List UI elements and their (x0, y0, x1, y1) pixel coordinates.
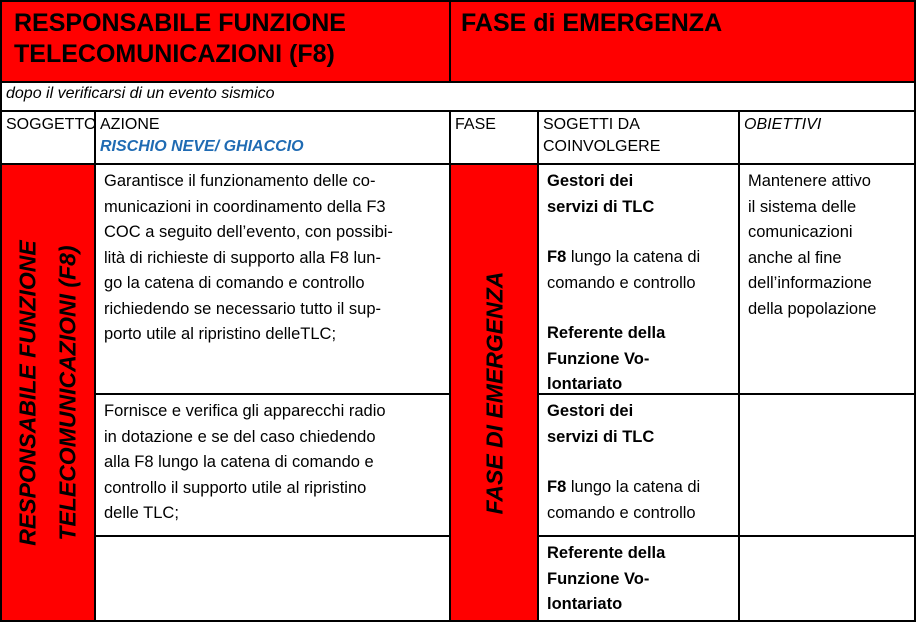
row1-referente-line3: lontariato (547, 375, 623, 393)
header-phase-text: FASE di EMERGENZA (461, 9, 723, 37)
row1-obiettivi-line: anche al fine (748, 248, 842, 267)
header-title-line2: TELECOMUNICAZIONI (F8) (14, 40, 335, 68)
row2-gestori-line2: servizi di TLC (547, 427, 655, 446)
col-header-obiettivi-text: OBIETTIVI (744, 116, 822, 133)
row1-azione-line: porto utile al ripristino delleTLC; (104, 325, 337, 343)
row1-obiettivi-line: Mantenere attivo (748, 172, 871, 190)
side-label-cell (2, 165, 94, 620)
row1-azione: Garantisce il funzionamento delle co- mu… (96, 165, 449, 393)
row1-referente-line1: Referente della (547, 324, 666, 342)
row1-obiettivi-line: il sistema delle (748, 197, 857, 216)
row1-referente-line2: Funzione Vo- (547, 349, 650, 368)
subtitle: dopo il verificarsi di un evento sismico (2, 83, 914, 110)
col-header-fase-text: FASE (455, 116, 496, 133)
col-header-obiettivi: OBIETTIVI (740, 112, 914, 163)
row1-azione-line: municazioni in coordinamento della F3 (104, 197, 386, 216)
row2-f8-label: F8 (547, 478, 567, 496)
row2-azione-line: delle TLC; (104, 504, 179, 522)
row1-f8-text1: lungo la catena di (566, 248, 701, 266)
phase-label: FASE DI EMERGENZA (481, 271, 507, 514)
row1-obiettivi-line: della popolazione (748, 299, 877, 318)
col-header-sogetti: SOGETTI DA COINVOLGERE (539, 112, 738, 163)
row1-gestori-line1: Gestori dei (547, 172, 634, 190)
row1-azione-line: richiedendo se necessario tutto il sup- (104, 299, 381, 318)
col-header-azione: AZIONE RISCHIO NEVE/ GHIACCIO (96, 112, 449, 163)
row3-referente-line3: lontariato (547, 595, 623, 613)
col-header-sogetti-line2: COINVOLGERE (543, 138, 661, 155)
row1-azione-line: COC a seguito dell’evento, con possibi- (104, 223, 393, 241)
col-header-sogetti-line1: SOGETTI DA (543, 116, 640, 133)
subtitle-text: dopo il verificarsi di un evento sismico (6, 85, 275, 102)
row1-obiettivi-line: dell’informazione (748, 274, 872, 292)
col-header-soggetto: SOGGETTO (2, 112, 94, 163)
col-header-fase: FASE (451, 112, 537, 163)
row2-azione-line: alla F8 lungo la catena di comando e (104, 453, 374, 471)
row2-obiettivi (740, 395, 914, 535)
header-title: RESPONSABILE FUNZIONE TELECOMUNICAZIONI … (2, 2, 449, 81)
row1-gestori-line2: servizi di TLC (547, 197, 655, 216)
row1-f8-text2: comando e controllo (547, 273, 696, 292)
row1-obiettivi-line: comunicazioni (748, 223, 853, 241)
side-label: RESPONSABILE FUNZIONE TELECOMUNICAZIONI … (8, 240, 88, 545)
row1-f8-label: F8 (547, 248, 567, 266)
row2-azione-line: in dotazione e se del caso chiedendo (104, 427, 376, 446)
row3-azione (96, 537, 449, 620)
row3-obiettivi (740, 537, 914, 620)
col-header-azione-sub: RISCHIO NEVE/ GHIACCIO (100, 138, 304, 155)
col-header-azione-text: AZIONE (100, 116, 160, 133)
row2-azione: Fornisce e verifica gli apparecchi radio… (96, 395, 449, 535)
phase-label-wrap: FASE DI EMERGENZA (451, 165, 537, 620)
row2-f8-text2: comando e controllo (547, 503, 696, 522)
phase-label-cell (451, 165, 537, 620)
row1-azione-line: Garantisce il funzionamento delle co- (104, 172, 376, 190)
row2-f8-text1: lungo la catena di (566, 478, 701, 496)
header-title-line1: RESPONSABILE FUNZIONE (14, 9, 346, 37)
row3-referente-line2: Funzione Vo- (547, 569, 650, 588)
row1-azione-line: lità di richieste di supporto alla F8 lu… (104, 248, 381, 267)
row3-soggetti: Referente della Funzione Vo- lontariato (539, 537, 738, 620)
col-header-soggetto-text: SOGGETTO (6, 116, 94, 133)
row1-obiettivi: Mantenere attivo il sistema delle comuni… (740, 165, 914, 393)
side-label-line2: TELECOMUNICAZIONI (F8) (55, 244, 82, 541)
header-phase: FASE di EMERGENZA (451, 2, 914, 81)
row2-soggetti: Gestori dei servizi di TLC F8 lungo la c… (539, 395, 738, 535)
row2-azione-line: controllo il supporto utile al ripristin… (104, 478, 367, 497)
row2-azione-line: Fornisce e verifica gli apparecchi radio (104, 402, 386, 420)
row1-azione-line: go la catena di comando e controllo (104, 274, 365, 292)
row3-referente-line1: Referente della (547, 544, 666, 562)
row2-gestori-line1: Gestori dei (547, 402, 634, 420)
side-label-line1: RESPONSABILE FUNZIONE (15, 239, 42, 546)
side-label-wrap: RESPONSABILE FUNZIONE TELECOMUNICAZIONI … (2, 165, 94, 620)
row1-soggetti: Gestori dei servizi di TLC F8 lungo la c… (539, 165, 738, 393)
